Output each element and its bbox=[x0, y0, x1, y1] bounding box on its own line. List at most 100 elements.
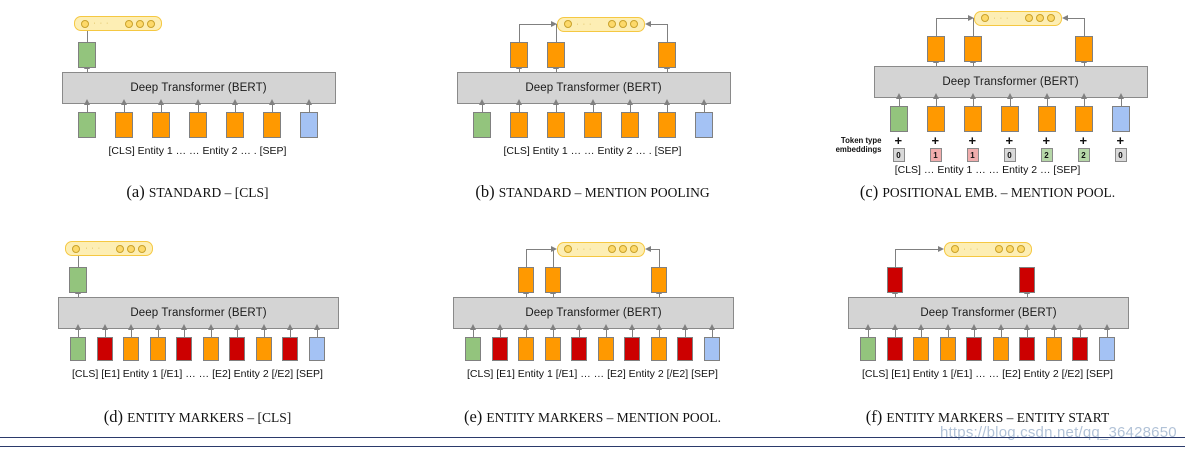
pill-dot bbox=[994, 245, 1003, 253]
plus-icon: + bbox=[1079, 133, 1088, 148]
token-label-row-b: [CLS] Entity 1 … … Entity 2 … . [SEP] bbox=[503, 145, 682, 157]
input-arrow bbox=[83, 99, 90, 112]
pool-arrowhead-left bbox=[644, 245, 651, 252]
pooled-token-arrow bbox=[932, 57, 939, 66]
pooled-output-box bbox=[518, 267, 535, 293]
bert-block-a: Deep Transformer (BERT) bbox=[61, 72, 336, 104]
panel-a-diagram: Deep Transformer (BERT) [CLS] Entity 1 … … bbox=[0, 0, 395, 190]
input-arrow bbox=[944, 324, 951, 337]
token-box-orange bbox=[546, 112, 565, 138]
cls-to-bert-arrow bbox=[83, 63, 90, 72]
plus-icon: + bbox=[1116, 133, 1125, 148]
pooled-token-arrow bbox=[663, 63, 670, 72]
token-box-orange bbox=[544, 337, 561, 361]
input-arrow bbox=[1080, 93, 1087, 106]
input-arrow bbox=[234, 324, 241, 337]
bert-label: Deep Transformer (BERT) bbox=[942, 76, 1079, 88]
token-box-orange bbox=[1000, 106, 1019, 132]
token-box-green bbox=[77, 112, 96, 138]
token-box-orange bbox=[123, 337, 140, 361]
input-arrow bbox=[154, 324, 161, 337]
pool-riser bbox=[658, 249, 660, 267]
token-label-row-c: [CLS] … Entity 1 … … Entity 2 … [SEP] bbox=[894, 164, 1081, 176]
pill-ellipsis: · · · bbox=[576, 245, 593, 253]
token-box-orange bbox=[225, 112, 244, 138]
panel-e: Deep Transformer (BERT)[CLS] [E1] Entity… bbox=[395, 225, 790, 449]
token-box-orange bbox=[992, 337, 1009, 361]
caption-prefix: (d) bbox=[103, 407, 123, 426]
pill-dot bbox=[1035, 14, 1044, 22]
pooled-output-box bbox=[650, 267, 667, 293]
cls-output-box bbox=[69, 267, 88, 293]
token-box-orange bbox=[963, 106, 982, 132]
input-arrow bbox=[576, 324, 583, 337]
panel-caption-a: (a) STANDARD – [CLS] bbox=[0, 182, 395, 202]
panel-caption-c: (c) POSITIONAL EMB. – MENTION POOL. bbox=[790, 182, 1185, 202]
pooled-output-box bbox=[657, 42, 676, 68]
caption-prefix: (c) bbox=[859, 182, 879, 201]
pill-ellipsis: · · · bbox=[963, 245, 980, 253]
pill-dot bbox=[607, 20, 616, 28]
input-arrow bbox=[1050, 324, 1057, 337]
pill-dot bbox=[72, 244, 81, 253]
caption-text: STANDARD – MENTION POOLING bbox=[498, 185, 710, 200]
panel-f: Deep Transformer (BERT)[CLS] [E1] Entity… bbox=[790, 225, 1185, 449]
token-box-orange bbox=[1074, 106, 1093, 132]
input-arrow bbox=[478, 99, 485, 112]
token-box-red bbox=[677, 337, 694, 361]
pooled-token-arrow bbox=[969, 57, 976, 66]
token-box-green bbox=[472, 112, 491, 138]
pill-ellipsis: · · · bbox=[576, 20, 593, 28]
input-arrow bbox=[629, 324, 636, 337]
pooled-output-box bbox=[544, 267, 561, 293]
pill-dot bbox=[80, 19, 89, 28]
panel-b: Deep Transformer (BERT) [CLS] Entity 1 … … bbox=[395, 0, 790, 224]
pill-dot bbox=[629, 245, 638, 253]
input-arrow bbox=[891, 324, 898, 337]
token-box-blue bbox=[299, 112, 318, 138]
pool-arrowhead-left bbox=[1061, 14, 1068, 21]
token-label-row-f: [CLS] [E1] Entity 1 [/E1] … … [E2] Entit… bbox=[862, 368, 1113, 380]
bert-block-b: Deep Transformer (BERT) bbox=[456, 72, 731, 104]
panel-caption-b: (b) STANDARD – MENTION POOLING bbox=[395, 182, 790, 202]
panel-f-diagram: Deep Transformer (BERT)[CLS] [E1] Entity… bbox=[790, 225, 1185, 415]
token-box-orange bbox=[114, 112, 133, 138]
token-box-orange bbox=[620, 112, 639, 138]
input-arrow bbox=[1024, 324, 1031, 337]
rep-vector-pill-e: · · · bbox=[556, 241, 645, 257]
token-box-orange bbox=[188, 112, 207, 138]
input-arrow bbox=[969, 93, 976, 106]
input-arrow bbox=[971, 324, 978, 337]
pool-riser bbox=[552, 249, 554, 267]
input-arrow bbox=[231, 99, 238, 112]
pill-dot bbox=[116, 244, 125, 253]
token-type-label-line2: embeddings bbox=[835, 144, 882, 154]
pool-arrowhead-right bbox=[550, 20, 557, 27]
input-arrow bbox=[1043, 93, 1050, 106]
panel-b-diagram: Deep Transformer (BERT) [CLS] Entity 1 … … bbox=[395, 0, 790, 190]
plus-icon: + bbox=[968, 133, 977, 148]
pool-riser bbox=[526, 249, 528, 267]
rep-vector-pill-b: · · · bbox=[556, 16, 645, 32]
token-label-row-a: [CLS] Entity 1 … … Entity 2 … . [SEP] bbox=[108, 145, 287, 157]
input-arrow bbox=[181, 324, 188, 337]
token-box-red bbox=[886, 337, 903, 361]
pool-riser bbox=[1083, 18, 1085, 36]
token-box-green bbox=[70, 337, 87, 361]
pill-dot bbox=[980, 14, 989, 22]
divider-bottom-rule bbox=[0, 446, 1185, 447]
panel-caption-d: (d) ENTITY MARKERS – [CLS] bbox=[0, 407, 395, 427]
plus-icon: + bbox=[1005, 133, 1014, 148]
pill-dot bbox=[563, 20, 572, 28]
pooled-output-box bbox=[1019, 267, 1036, 293]
input-arrow bbox=[515, 99, 522, 112]
pooled-token-arrow bbox=[655, 288, 662, 297]
token-type-box: 0 bbox=[892, 148, 905, 162]
bert-label: Deep Transformer (BERT) bbox=[525, 82, 662, 94]
input-arrow bbox=[1077, 324, 1084, 337]
token-box-orange bbox=[657, 112, 676, 138]
input-arrow bbox=[268, 99, 275, 112]
token-box-orange bbox=[583, 112, 602, 138]
rep-vector-pill-f: · · · bbox=[943, 241, 1032, 257]
pool-riser bbox=[894, 249, 896, 267]
